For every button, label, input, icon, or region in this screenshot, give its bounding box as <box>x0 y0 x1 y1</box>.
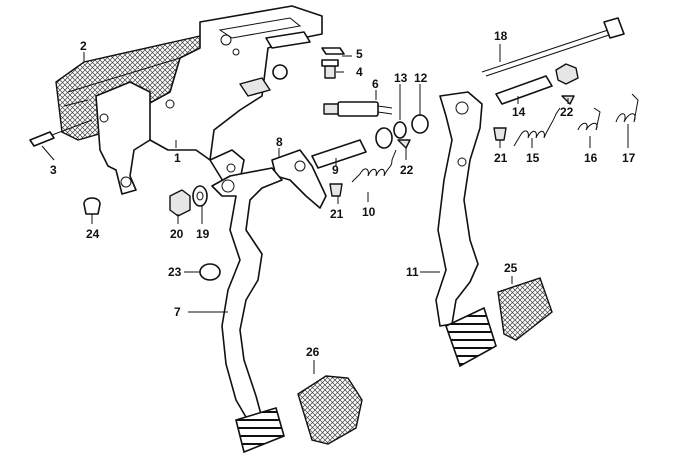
callout-7: 7 <box>174 305 181 319</box>
callout-14: 14 <box>512 105 526 119</box>
leader-lines <box>41 44 629 374</box>
brake-light-switch-part <box>323 101 393 117</box>
callout-23: 23 <box>168 265 182 279</box>
cap-part <box>199 263 221 281</box>
callout-11: 11 <box>406 265 419 279</box>
screw-small-part <box>329 127 507 197</box>
washer-part <box>192 185 208 207</box>
callout-10: 10 <box>362 205 376 219</box>
callout-12: 12 <box>414 71 428 85</box>
callout-4: 4 <box>356 65 363 79</box>
callout-8: 8 <box>276 135 283 149</box>
clutch-pedal-pad-part <box>297 375 363 445</box>
pedal-bracket-part <box>63 5 323 195</box>
callout-22-left: 22 <box>400 163 414 177</box>
screw-part <box>321 59 339 79</box>
callout-21-left: 21 <box>330 207 344 221</box>
brake-pedal-pad-part <box>497 277 553 341</box>
callout-24: 24 <box>86 227 100 241</box>
callout-13: 13 <box>394 71 408 85</box>
tension-spring-part <box>513 107 561 147</box>
return-spring-part <box>351 149 397 183</box>
callout-20: 20 <box>170 227 184 241</box>
callout-19: 19 <box>196 227 210 241</box>
shaft-part <box>311 139 367 169</box>
callout-25: 25 <box>504 261 518 275</box>
callout-17: 17 <box>622 151 636 165</box>
callout-3: 3 <box>50 163 57 177</box>
spring-16-part <box>577 107 601 131</box>
callout-labels: 1 2 3 4 5 6 7 8 9 10 11 12 13 14 15 16 1… <box>50 29 636 359</box>
callout-9: 9 <box>332 163 339 177</box>
nut-end-part <box>555 63 579 85</box>
callout-18: 18 <box>494 29 508 43</box>
callout-26: 26 <box>306 345 320 359</box>
callout-16: 16 <box>584 151 598 165</box>
bush-part <box>375 114 429 149</box>
clip-nut-part <box>321 47 345 55</box>
stop-cap-part <box>83 197 101 215</box>
long-bolt-part <box>481 17 625 77</box>
spring-17-part <box>615 93 639 123</box>
callout-21-right: 21 <box>494 151 508 165</box>
clutch-pedal-arm-part <box>211 167 285 454</box>
callout-6: 6 <box>372 77 379 91</box>
brake-pedal-arm-part <box>435 91 497 368</box>
bolt-part <box>29 119 93 147</box>
bush-sleeve-part <box>495 75 553 105</box>
callout-1: 1 <box>174 151 181 165</box>
callout-15: 15 <box>526 151 540 165</box>
callout-22-right: 22 <box>560 105 574 119</box>
callout-5: 5 <box>356 47 363 61</box>
nut-part <box>169 189 191 217</box>
callout-2: 2 <box>80 39 87 53</box>
